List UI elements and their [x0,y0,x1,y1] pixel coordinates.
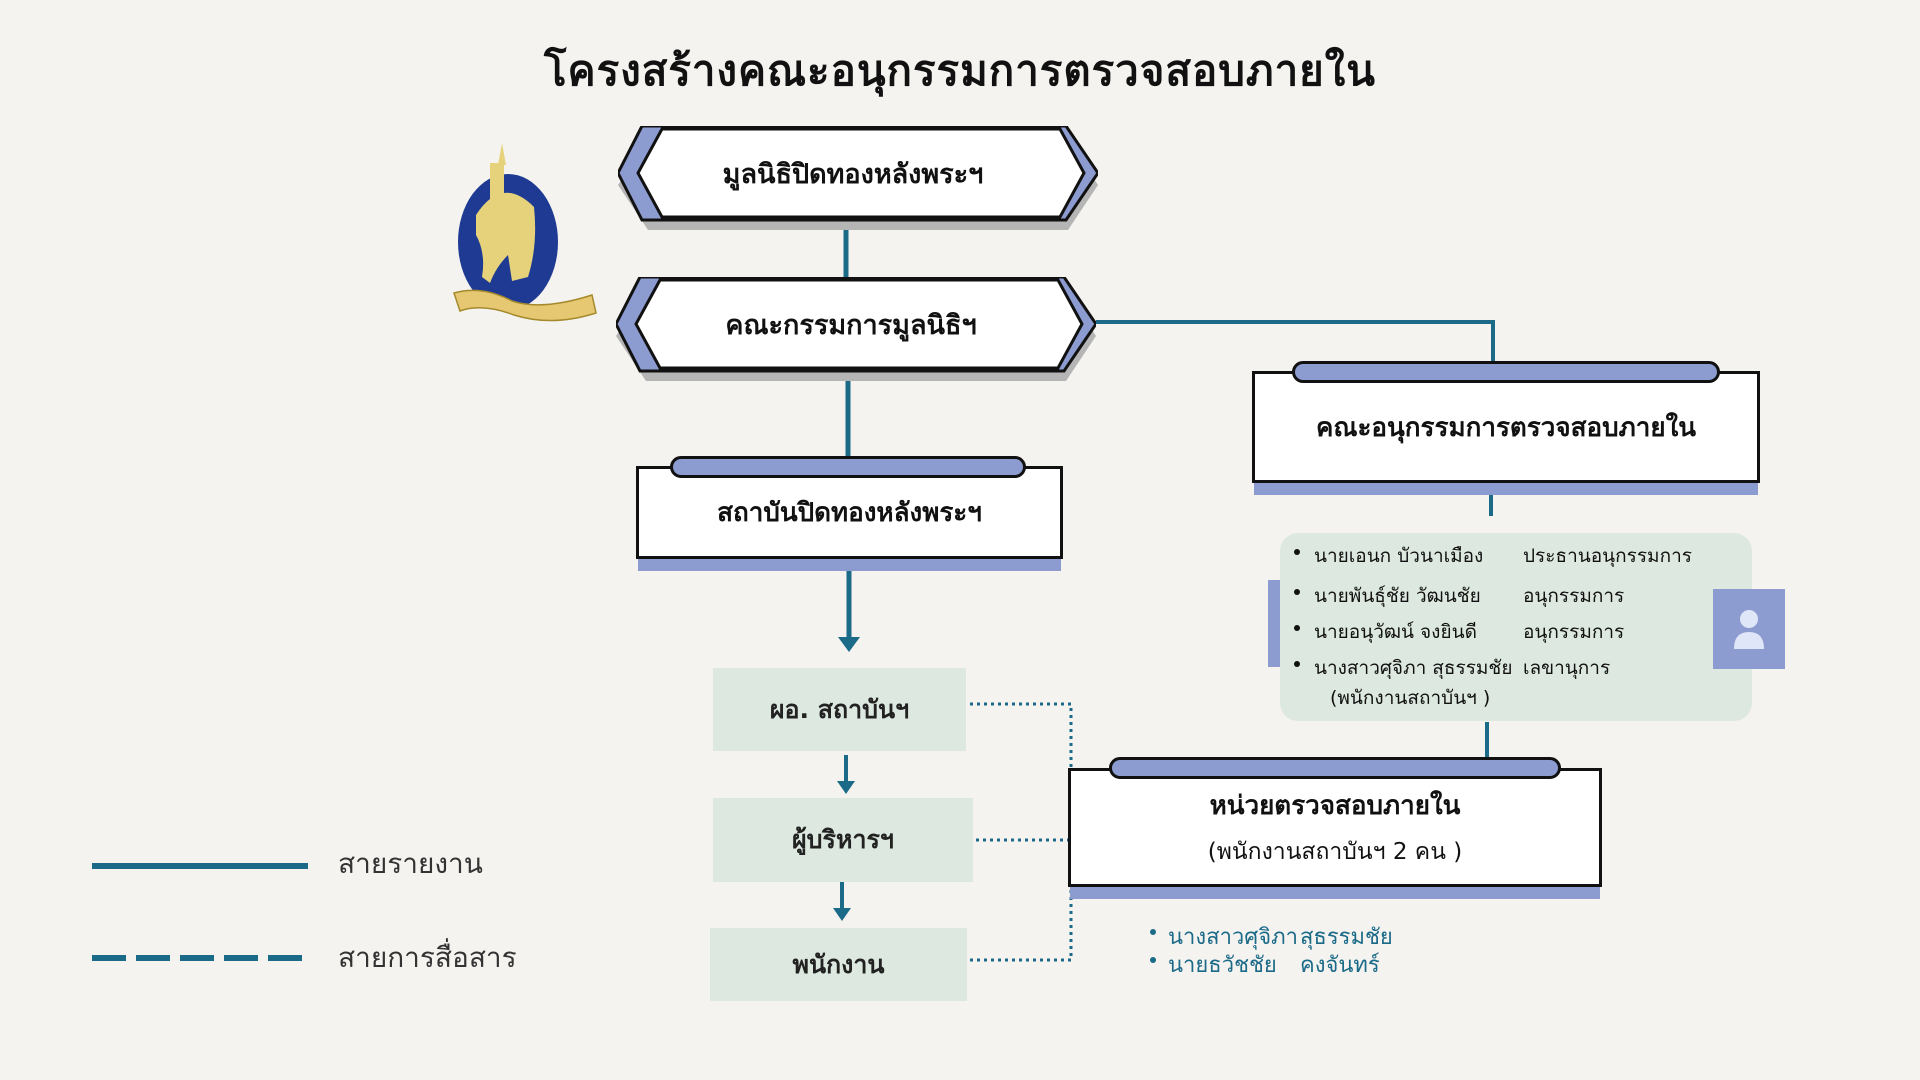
board-label: คณะกรรมการมูลนิธิฯ [725,309,977,341]
institute-node: สถาบันปิดทองหลังพระฯ [636,456,1063,571]
members-panel: นายเอนก บัวนาเมืองประธานอนุกรรมการ นายพั… [1280,533,1752,721]
audit-staff-item: นายธวัชชัยคงจันทร์ [1150,947,1380,982]
subcommittee-label: คณะอนุกรรมการตรวจสอบภายใน [1315,412,1697,443]
foundation-label: มูลนิธิปิดทองหลังพระฯ [722,158,984,190]
audit-unit-label: หน่วยตรวจสอบภายใน [1209,791,1461,821]
person-icon [1713,589,1785,669]
director-node: ผอ. สถาบันฯ [713,668,966,751]
board-node: คณะกรรมการมูลนิธิฯ [616,277,1096,381]
legend-reporting-label: สายรายงาน [338,847,483,880]
page-title: โครงสร้างคณะอนุกรรมการตรวจสอบภายใน [543,46,1376,95]
executives-node: ผู้บริหารฯ [713,798,973,882]
audit-staff-item: นางสาวศุจิภาสุธรรมชัย [1150,919,1393,954]
staff-node: พนักงาน [710,928,967,1001]
foundation-node: มูลนิธิปิดทองหลังพระฯ [618,126,1098,230]
audit-unit-note: (พนักงานสถาบันฯ 2 คน ) [1207,839,1463,865]
member-row: นายพันธุ์ชัย วัฒนชัยอนุกรรมการ [1294,581,1624,611]
legend-communication-label: สายการสื่อสาร [338,941,517,974]
member-note: (พนักงานสถาบันฯ ) [1330,687,1491,709]
audit-unit-node: หน่วยตรวจสอบภายใน (พนักงานสถาบันฯ 2 คน ) [1068,757,1602,899]
member-row: นายอนุวัฒน์ จงยินดีอนุกรรมการ [1294,617,1624,647]
member-row: นางสาวศุจิภา สุธรรมชัยเลขานุการ [1294,653,1610,683]
institute-label: สถาบันปิดทองหลังพระฯ [717,498,982,528]
member-row: นายเอนก บัวนาเมืองประธานอนุกรรมการ [1294,541,1692,571]
subcommittee-node: คณะอนุกรรมการตรวจสอบภายใน [1252,361,1760,495]
foundation-logo [442,135,602,335]
